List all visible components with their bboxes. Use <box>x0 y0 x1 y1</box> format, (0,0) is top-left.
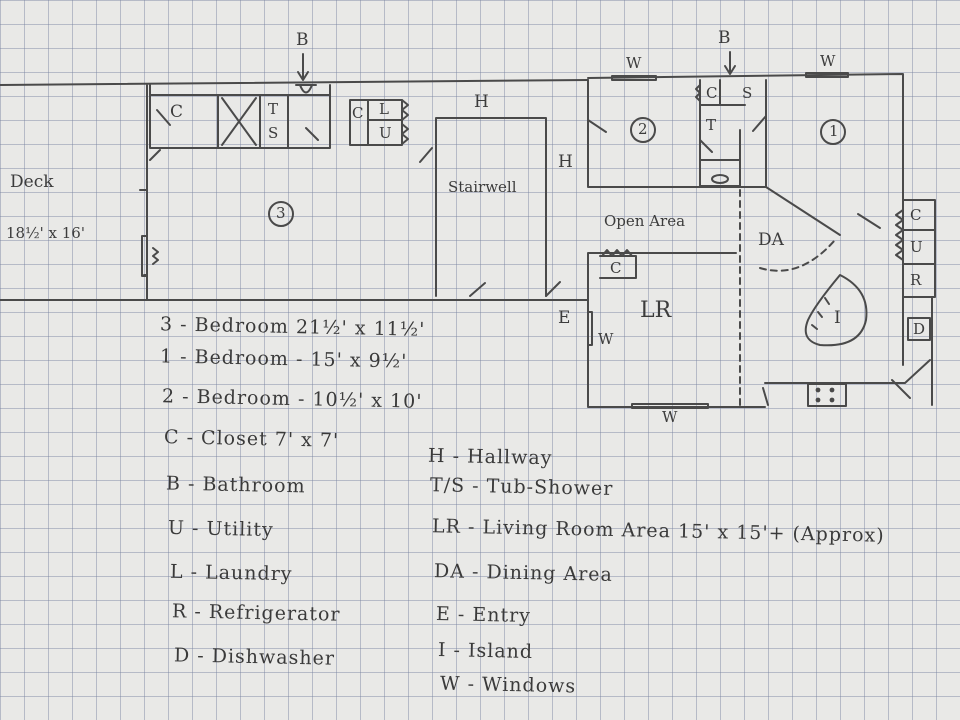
shower-s-label: S <box>742 84 753 102</box>
counter-doors <box>762 379 911 406</box>
island-shape <box>804 274 868 347</box>
entry-door <box>587 311 593 346</box>
bath-arrow-right <box>724 51 736 75</box>
dishwasher-label: D <box>913 320 926 338</box>
dining-wall-diagonal <box>765 186 881 236</box>
island-label: I <box>834 308 841 328</box>
utility-label: U <box>379 124 392 142</box>
bedroom-3-label: 3 <box>276 204 286 222</box>
legend-laundry: L - Laundry <box>169 560 293 586</box>
bath-left-label: B <box>296 30 309 50</box>
bedroom-2-circle <box>630 117 656 143</box>
right-wall-lower <box>902 296 933 406</box>
window-bottom-label: W <box>662 408 678 426</box>
dining-label: DA <box>758 230 784 250</box>
vanity-box <box>699 159 741 187</box>
legend-bathroom: B - Bathroom <box>165 472 306 498</box>
window-top-right-label: W <box>820 52 836 70</box>
closet-d-label: C <box>910 206 922 224</box>
bedroom-3-circle <box>268 201 294 227</box>
door-swings-top <box>156 109 319 141</box>
dining-dashed <box>739 189 836 406</box>
stove <box>807 383 847 407</box>
fridge-label: R <box>910 271 922 289</box>
hallway-side-label: H <box>558 152 573 172</box>
legend-entry: E - Entry <box>435 603 532 627</box>
window-entry-label: W <box>598 330 614 348</box>
window-bottom-mark <box>631 403 709 409</box>
deck-hinge <box>152 247 159 265</box>
living-room-label: LR <box>640 298 672 323</box>
legend-tub-shower: T/S - Tub-Shower <box>429 474 614 500</box>
deck-door-panel <box>141 235 148 277</box>
closet-lr-box <box>599 255 637 279</box>
legend-closet: C - Closet 7' x 7' <box>163 426 340 452</box>
utility-right-label: U <box>910 238 923 256</box>
right-building-top <box>587 73 904 201</box>
appliance-zigzag <box>895 209 904 261</box>
stairwell-doors <box>419 147 561 297</box>
closet-c-label: C <box>706 84 718 102</box>
island-seats <box>811 297 830 330</box>
closet-b-label: C <box>352 104 364 122</box>
laundry-label: L <box>379 100 389 118</box>
bedroom-1-label: 1 <box>829 122 839 140</box>
window-top-left-label: W <box>626 54 642 72</box>
deck-size: 18½' x 16' <box>6 224 85 242</box>
tub-t-label: T <box>706 116 717 134</box>
closet-lr-zigzag <box>601 249 633 257</box>
closet-lr-label: C <box>610 259 622 277</box>
open-area-label: Open Area <box>604 212 686 230</box>
legend-island: I - Island <box>437 639 534 663</box>
laundry-zigzag <box>401 99 409 145</box>
stairwell-walls <box>435 117 547 297</box>
legend-dishwasher: D - Dishwasher <box>173 644 336 670</box>
appliance-column <box>902 199 936 298</box>
bedroom-2-label: 2 <box>638 120 648 138</box>
bath-arrow-left <box>297 53 309 81</box>
legend-utility: U - Utility <box>167 516 274 542</box>
toilet-symbol <box>295 84 317 94</box>
tub-top-label: T <box>268 100 279 118</box>
living-room-walls <box>587 252 931 408</box>
closet-x-mark <box>221 97 257 146</box>
window-top-left-mark <box>611 75 657 81</box>
bedroom-doors <box>587 115 767 153</box>
bath-zigzag <box>695 84 701 102</box>
legend-hallway: H - Hallway <box>427 444 553 470</box>
tub-bottom-label: S <box>268 124 279 142</box>
legend-windows: W - Windows <box>439 672 577 698</box>
vanity-sink <box>711 174 729 184</box>
window-top-right-mark <box>805 72 849 78</box>
top-rooms-band <box>149 84 331 149</box>
legend-refrigerator: R - Refrigerator <box>171 600 341 626</box>
deck-title: Deck <box>10 172 54 192</box>
bedroom-1-circle <box>820 119 846 145</box>
entry-label: E <box>558 308 571 328</box>
legend-dining-area: DA - Dining Area <box>433 560 614 586</box>
hallway-top-label: H <box>474 92 489 112</box>
bath-right-label: B <box>718 28 731 48</box>
closet-a-label: C <box>170 102 184 122</box>
stairwell-label: Stairwell <box>448 178 517 196</box>
